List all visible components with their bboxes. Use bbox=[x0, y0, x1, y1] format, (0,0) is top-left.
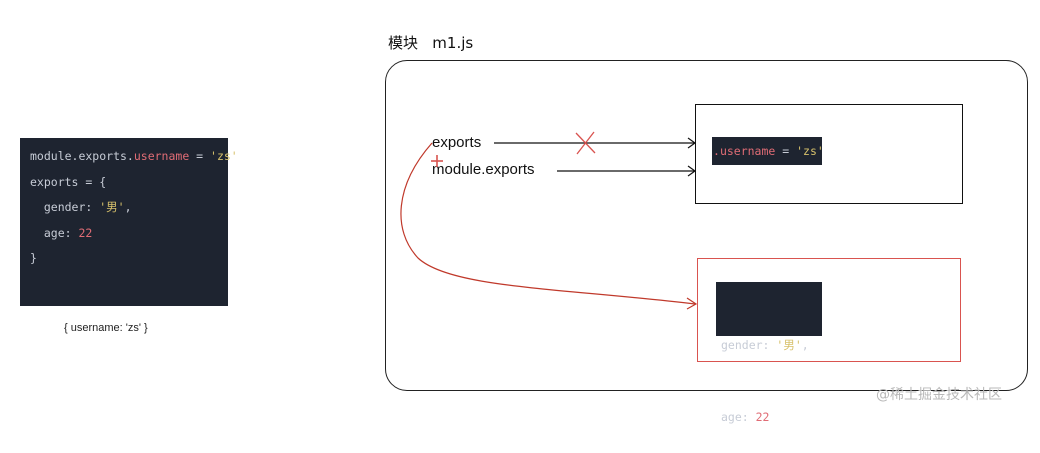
code-token: 22 bbox=[78, 225, 93, 240]
code-token: = bbox=[189, 149, 211, 163]
code-token: age: bbox=[30, 225, 79, 240]
code-token: . bbox=[713, 144, 720, 158]
connector-lines bbox=[400, 131, 698, 310]
watermark: @稀土掘金技术社区 bbox=[876, 387, 1002, 403]
code-token: gender: bbox=[30, 200, 100, 214]
object-box-top bbox=[695, 104, 963, 204]
code-token: '男' bbox=[776, 338, 802, 352]
code-token: = bbox=[775, 144, 797, 158]
module-container bbox=[385, 60, 1028, 391]
code-token: age: bbox=[721, 410, 756, 424]
top-object-code: .username = 'zs' bbox=[712, 137, 824, 165]
arrowhead bbox=[687, 165, 697, 177]
code-token: , bbox=[124, 200, 132, 214]
module-title: 模块 m1.js bbox=[388, 34, 474, 52]
bottom-object-code: gender: '男', age: 22 bbox=[716, 282, 822, 424]
code-token: 'zs' bbox=[210, 149, 238, 163]
arrowhead bbox=[686, 297, 698, 310]
code-token: 22 bbox=[755, 410, 770, 424]
code-line-1: module.exports.username = 'zs' bbox=[30, 144, 238, 170]
exports-label: exports bbox=[432, 134, 482, 151]
arrowhead bbox=[687, 137, 697, 149]
code-line: gender: '男', bbox=[721, 333, 822, 357]
code-snippet: module.exports.username = 'zs' exports =… bbox=[20, 138, 238, 306]
code-token: , bbox=[801, 338, 809, 352]
code-token: module.exports. bbox=[30, 149, 134, 163]
result-text: { username: 'zs' } bbox=[64, 322, 148, 334]
object-box-bottom bbox=[697, 258, 961, 362]
code-token: '男' bbox=[99, 200, 125, 214]
code-token: 'zs' bbox=[796, 144, 824, 158]
reassign-curve bbox=[400, 142, 696, 305]
code-line-3: gender: '男', bbox=[30, 195, 228, 221]
code-token: username bbox=[133, 149, 190, 163]
code-line-5: } bbox=[30, 251, 37, 265]
code-token: username bbox=[719, 144, 776, 158]
cross-icon bbox=[576, 131, 595, 155]
code-token: gender: bbox=[721, 338, 777, 352]
code-line-2: exports = { bbox=[30, 174, 107, 189]
code-line-4: age: 22 bbox=[30, 221, 228, 247]
module-exports-label: module.exports bbox=[432, 161, 535, 178]
